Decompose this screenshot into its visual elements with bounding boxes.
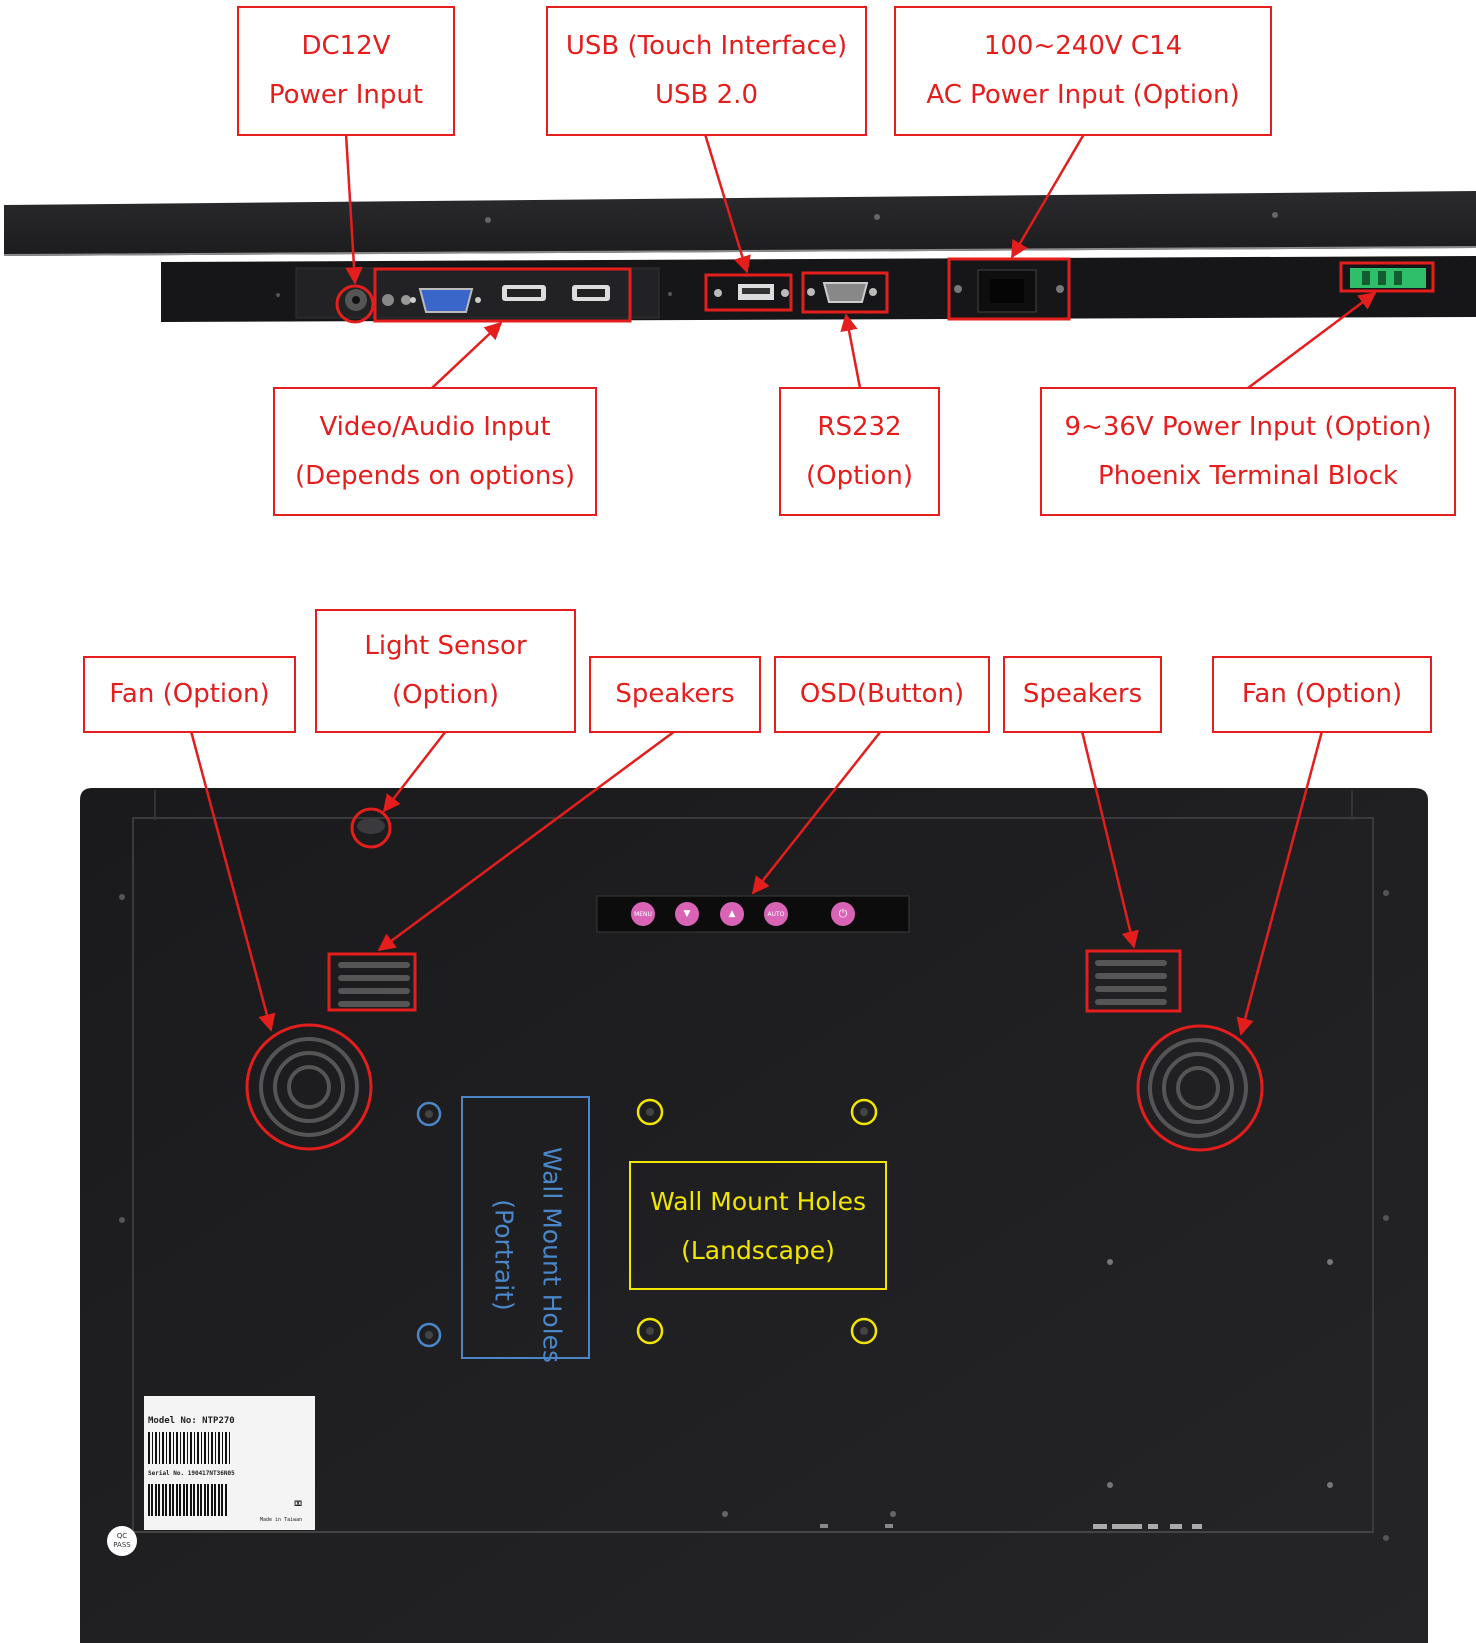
- model-label-sticker: Model No: NTP270 Serial No. 190417NT36N0…: [144, 1396, 315, 1530]
- side-view-bar: [3, 191, 1476, 322]
- wall-mount-portrait-line2: (Portrait): [489, 1199, 519, 1311]
- callout-speakers-right: Speakers: [1003, 656, 1162, 733]
- wall-mount-portrait-line1: Wall Mount Holes: [537, 1146, 567, 1364]
- osd-auto-button[interactable]: AUTO: [764, 902, 788, 926]
- made-in-text: Made in Taiwan: [260, 1517, 303, 1523]
- qc-pass-sticker: QC PASS: [107, 1526, 137, 1556]
- serial-number: Serial No. 190417NT36N05: [148, 1470, 235, 1477]
- barcode-bottom: [148, 1484, 228, 1516]
- osd-up-button[interactable]: ▲: [720, 902, 744, 926]
- recycle-bin-icon: ⌧: [294, 1496, 303, 1512]
- callout-fan-left: Fan (Option): [83, 656, 296, 733]
- callout-fan-right: Fan (Option): [1212, 656, 1432, 733]
- osd-down-button[interactable]: ▼: [675, 902, 699, 926]
- callout-ac-power-input: 100~240V C14 AC Power Input (Option): [894, 6, 1272, 136]
- callout-usb-touch-interface: USB (Touch Interface) USB 2.0: [546, 6, 867, 136]
- osd-power-button[interactable]: ⏻: [831, 902, 855, 926]
- wall-mount-portrait-box: Wall Mount Holes (Portrait): [461, 1096, 590, 1363]
- callout-video-audio-input: Video/Audio Input (Depends on options): [273, 387, 597, 516]
- highlight-shapes: [245, 257, 1435, 1152]
- callout-osd-button: OSD(Button): [774, 656, 990, 733]
- osd-menu-button[interactable]: MENU: [631, 902, 655, 926]
- callout-rs232: RS232 (Option): [779, 387, 940, 516]
- callout-dc12v-power-input: DC12V Power Input: [237, 6, 455, 136]
- callout-speakers-left: Speakers: [589, 656, 761, 733]
- wall-mount-landscape-box: Wall Mount Holes (Landscape): [629, 1161, 887, 1290]
- callout-phoenix-terminal-block: 9~36V Power Input (Option) Phoenix Termi…: [1040, 387, 1456, 516]
- callout-light-sensor: Light Sensor (Option): [315, 609, 576, 733]
- model-number: Model No: NTP270: [148, 1416, 235, 1426]
- callout-arrows: [189, 133, 1377, 1036]
- barcode-top: [148, 1432, 232, 1464]
